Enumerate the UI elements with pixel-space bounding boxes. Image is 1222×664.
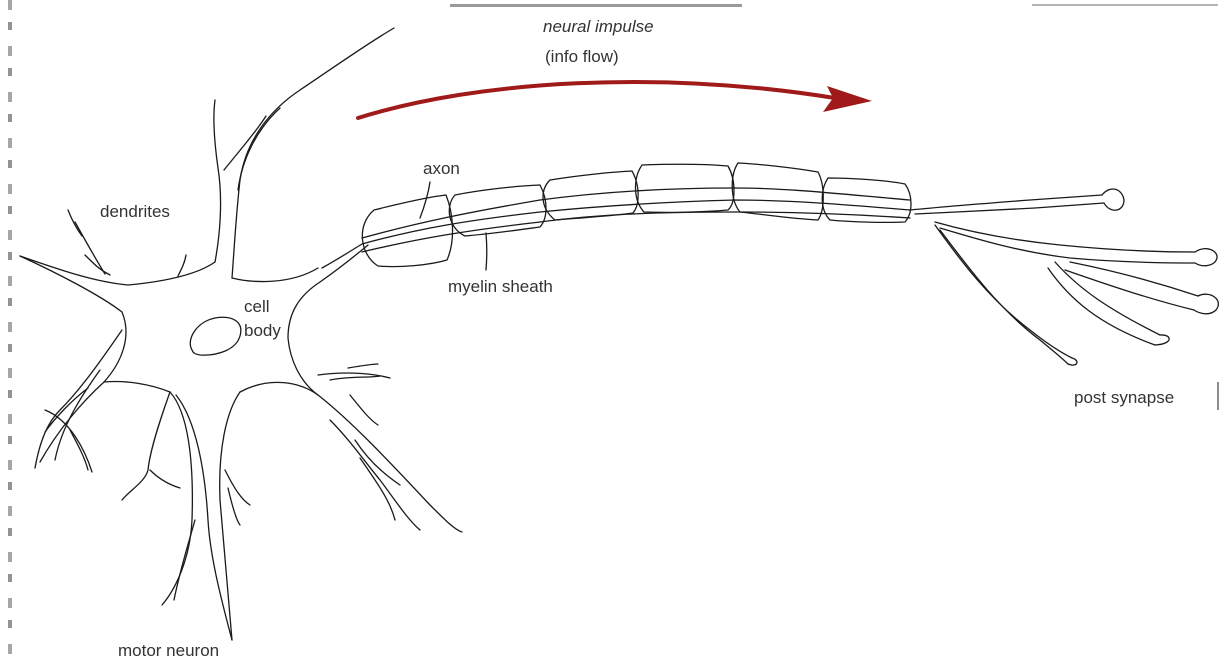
impulse-arrow <box>358 82 872 118</box>
axon-pointer <box>420 182 430 218</box>
cell-body <box>20 245 462 640</box>
dendrites-label: dendrites <box>100 201 170 224</box>
motor-neuron-label: motor neuron <box>118 640 219 663</box>
dendrites <box>35 28 420 600</box>
myelin-sheath-label: myelin sheath <box>448 276 553 299</box>
impulse-label-line1: neural impulse <box>543 16 654 39</box>
body-label: body <box>244 320 281 343</box>
myelin-segment-2 <box>449 185 546 236</box>
myelin-segment-3 <box>543 171 638 220</box>
cell-label: cell <box>244 296 270 319</box>
post-synapse-label: post synapse <box>1074 387 1174 410</box>
axon-label: axon <box>423 158 460 181</box>
myelin-pointer <box>486 233 487 270</box>
myelin-segment-1 <box>362 195 452 267</box>
nucleus <box>190 317 241 355</box>
axon <box>322 163 1218 365</box>
impulse-label-line2: (info flow) <box>545 46 619 69</box>
